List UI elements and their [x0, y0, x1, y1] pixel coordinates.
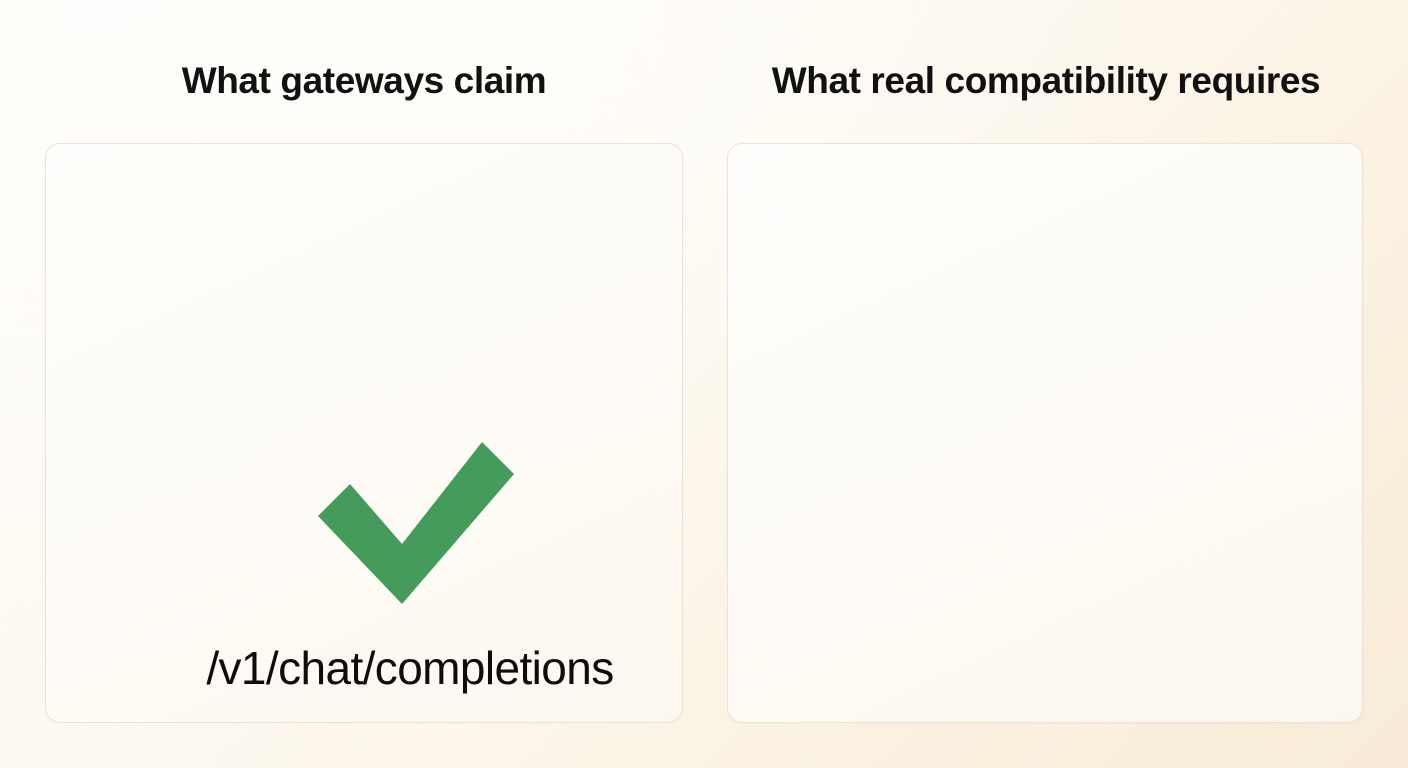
- panel-gateway-claim: /v1/chat/completions: [45, 143, 683, 723]
- page-title-left: What gateways claim: [181, 60, 547, 101]
- page-title-right: What real compatibility requires: [771, 60, 1321, 101]
- panel-compatibility-requirements: Tool Calls JSON Mode Reasoning Tokens Pa…: [727, 143, 1363, 723]
- endpoint-label: /v1/chat/completions: [206, 642, 614, 694]
- checkmark-icon: [318, 442, 514, 604]
